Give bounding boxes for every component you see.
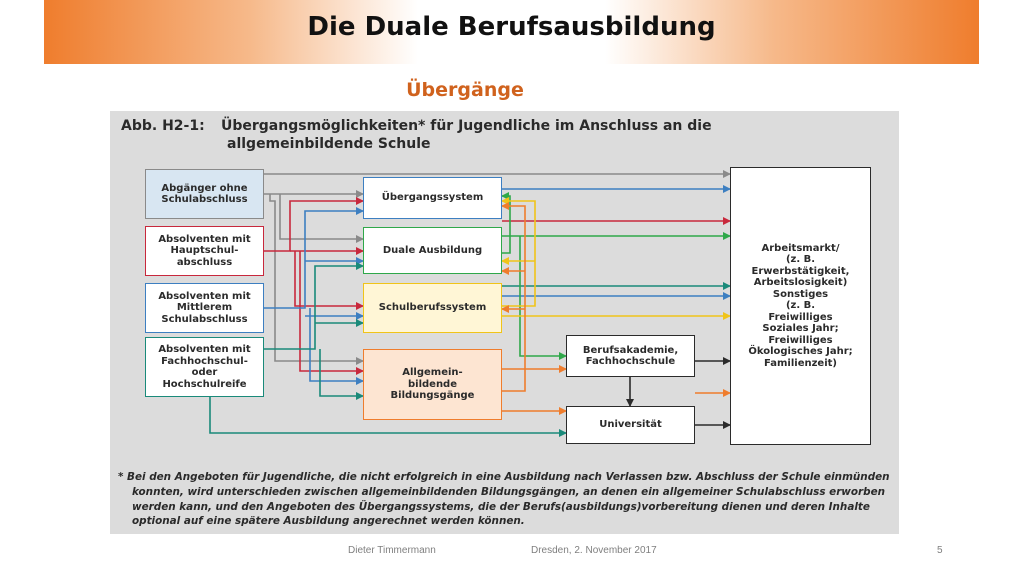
- slide-header: Die Duale Berufsausbildung: [44, 0, 979, 64]
- arrow-green-to-uebergang: [501, 192, 511, 254]
- sector-box-uebergangssystem: Übergangssystem: [363, 177, 502, 219]
- figure-footnote: * Bei den Angeboten für Jugendliche, die…: [118, 470, 894, 529]
- origin-box-mittlerer-abschluss: Absolventen mit Mittlerem Schulabschluss: [145, 283, 264, 333]
- arrow-gray-to-allgemein: [269, 194, 364, 365]
- origin-box-ohne-abschluss: Abgänger ohne Schulabschluss: [145, 169, 264, 219]
- diagram-figure: Abb. H2-1: Übergangsmöglichkeiten* für Ju…: [110, 111, 899, 534]
- arrow-red-to-uebergang: [264, 197, 364, 252]
- arrow-red-to-schulberuf: [294, 251, 364, 310]
- slide-subtitle: Übergänge: [406, 79, 524, 101]
- figure-title: Abb. H2-1: Übergangsmöglichkeiten* für Ju…: [121, 117, 801, 153]
- arrow-green-to-berufsakademie: [519, 236, 567, 360]
- arrow-blue-to-allgemein: [309, 308, 364, 385]
- flow-arrows: [209, 170, 731, 437]
- arrow-orange-to-uebergang: [501, 202, 526, 392]
- origin-box-hochschulreife: Absolventen mit Fachhochschul- oder Hoch…: [145, 337, 264, 397]
- arrow-yellow-to-uebergang: [501, 197, 536, 307]
- slide-title: Die Duale Berufsausbildung: [307, 12, 716, 42]
- box-berufsakademie: Berufsakademie, Fachhochschule: [566, 335, 695, 377]
- sector-box-schulberufssystem: Schulberufssystem: [363, 283, 502, 333]
- sector-box-allgemeinbildend: Allgemein- bildende Bildungsgänge: [363, 349, 502, 420]
- box-universitaet: Universität: [566, 406, 695, 444]
- figure-title-line2: allgemeinbildende Schule: [227, 136, 431, 152]
- footer-author: Dieter Timmermann: [348, 545, 436, 556]
- box-arbeitsmarkt: Arbeitsmarkt/ (z. B. Erwerbstätigkeit, A…: [730, 167, 871, 445]
- origin-box-hauptschule: Absolventen mit Hauptschul- abschluss: [145, 226, 264, 276]
- arrow-teal-to-universitaet: [209, 397, 567, 437]
- arrow-gray-to-duale: [279, 194, 364, 243]
- figure-label: Abb. H2-1:: [121, 118, 205, 134]
- arrow-red-to-allgemein: [299, 251, 364, 375]
- figure-title-line1: Übergangsmöglichkeiten* für Jugendliche …: [221, 118, 712, 134]
- arrow-teal-to-duale: [264, 262, 364, 350]
- footer-page-number: 5: [937, 545, 943, 556]
- arrow-blue-to-uebergang: [264, 207, 364, 309]
- footer-date: Dresden, 2. November 2017: [531, 545, 657, 556]
- sector-box-duale-ausbildung: Duale Ausbildung: [363, 227, 502, 274]
- arrow-teal-to-allgemein: [319, 349, 364, 400]
- footnote-text: * Bei den Angeboten für Jugendliche, die…: [118, 471, 890, 528]
